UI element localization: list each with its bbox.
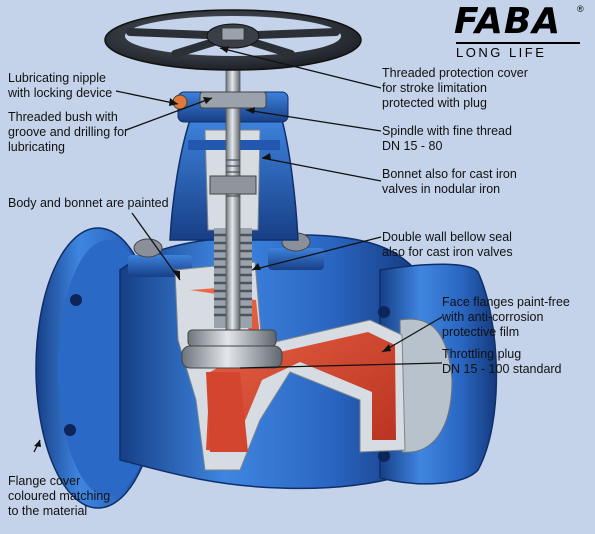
bolt-hole	[378, 450, 390, 462]
right-flange	[378, 263, 498, 485]
brand-logo: FABA	[454, 1, 562, 42]
bolt-hole	[70, 294, 82, 306]
label-spindle: Spindle with fine thread DN 15 - 80	[382, 124, 512, 153]
label-face-flanges: Face flanges paint-free with anti-corros…	[442, 295, 570, 339]
bolt-hole	[378, 306, 390, 318]
label-lubricating-nipple: Lubricating nipple with locking device	[8, 71, 113, 100]
logo-rule	[456, 42, 580, 44]
handwheel	[104, 9, 362, 71]
label-bellow-seal: Double wall bellow seal also for cast ir…	[382, 230, 513, 259]
bonnet-nut	[133, 238, 163, 258]
label-bonnet-cast-iron: Bonnet also for cast iron valves in nodu…	[382, 167, 517, 196]
label-threaded-bush: Threaded bush with groove and drilling f…	[8, 110, 129, 154]
brand-tagline: LONG LIFE	[456, 45, 547, 60]
leader-lines	[33, 47, 443, 453]
label-protection-cover: Threaded protection cover for stroke lim…	[382, 66, 528, 110]
label-throttling-plug: Throttling plug DN 15 - 100 standard	[442, 347, 562, 376]
label-flange-cover: Flange cover coloured matching to the ma…	[8, 474, 111, 518]
bolt-hole	[64, 424, 76, 436]
spindle	[199, 47, 267, 349]
label-body-bonnet-painted: Body and bonnet are painted	[8, 196, 169, 210]
leader-arrows	[34, 46, 391, 447]
throttling-plug	[181, 329, 283, 369]
registered-mark: ®	[577, 4, 584, 14]
